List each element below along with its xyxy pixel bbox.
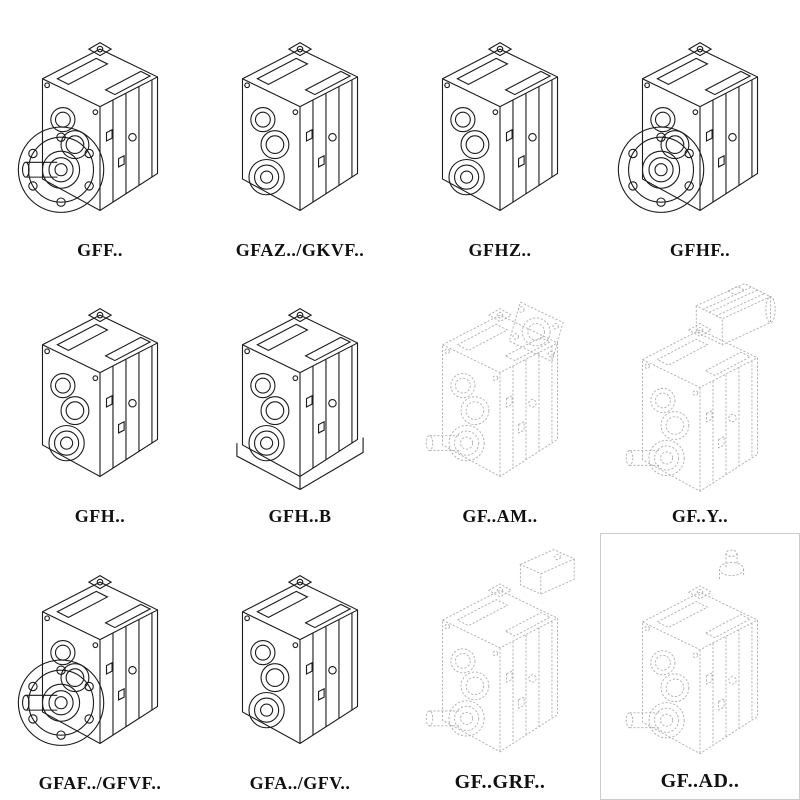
product-cell-gfhz: GFHZ..	[400, 0, 600, 267]
model-label: GFHZ..	[468, 239, 532, 260]
model-label: GFHF..	[669, 239, 731, 260]
product-cell-gf-am: GF..AM..	[400, 267, 600, 534]
gearbox-with-motor-ghost-drawing	[602, 271, 798, 505]
product-cell-gfh-b: GFH..B	[200, 267, 400, 534]
gearbox-hollow-bore-drawing	[402, 4, 598, 238]
model-label: GF..AM..	[462, 506, 538, 527]
product-cell-gf-grf: GF..GRF..	[400, 533, 600, 800]
gearbox-flange-shaft-drawing	[2, 537, 198, 771]
product-cell-gfh: GFH..	[0, 267, 200, 534]
product-cell-gfaf-gfvf: GFAF../GFVF..	[0, 533, 200, 800]
model-label: GFAF../GFVF..	[38, 772, 162, 793]
gearbox-flange-hollow-drawing	[602, 4, 798, 238]
model-label: GFH..	[74, 506, 126, 527]
product-cell-gfhf: GFHF..	[600, 0, 800, 267]
model-label: GF..Y..	[671, 506, 729, 527]
model-label: GFA../GFV..	[249, 772, 351, 793]
gearbox-flange-shaft-drawing	[2, 4, 198, 238]
product-cell-gfa-gfv: GFA../GFV..	[200, 533, 400, 800]
model-label: GFH..B	[268, 506, 332, 527]
model-label: GF..GRF..	[454, 770, 546, 793]
gearbox-foot-mounted-drawing	[202, 271, 398, 505]
product-cell-gf-ad: GF..AD..	[600, 533, 800, 800]
product-cell-gff: GFF..	[0, 0, 200, 267]
gearbox-hollow-bore-drawing	[202, 537, 398, 771]
gearbox-motor-adapter-ghost-drawing	[402, 271, 598, 505]
product-cell-gfaz-gkvf: GFAZ../GKVF..	[200, 0, 400, 267]
gearbox-input-shaft-ghost-drawing	[603, 538, 797, 768]
model-label: GFAZ../GKVF..	[235, 239, 365, 260]
product-cell-gf-y: GF..Y..	[600, 267, 800, 534]
gearbox-hollow-bore-drawing	[202, 4, 398, 238]
gearbox-hollow-bore-drawing	[2, 271, 198, 505]
gearbox-input-flange-ghost-drawing	[402, 537, 598, 769]
model-label: GFF..	[77, 239, 123, 260]
model-label: GF..AD..	[660, 769, 740, 792]
